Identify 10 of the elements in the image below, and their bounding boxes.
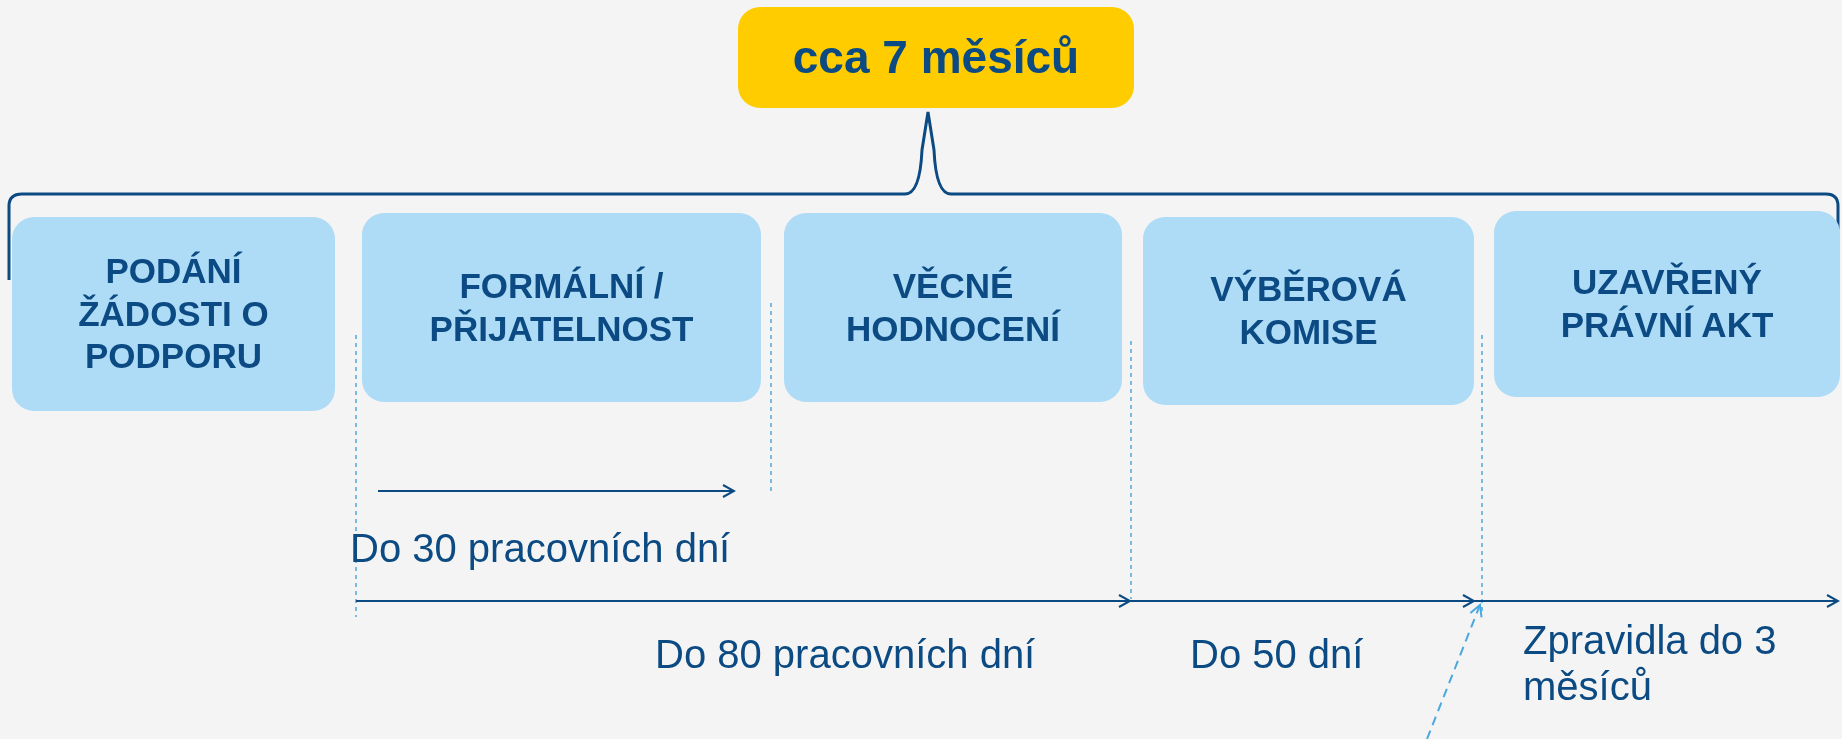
duration-box: cca 7 měsíců xyxy=(738,7,1134,108)
duration-label: Zpravidla do 3 měsíců xyxy=(1523,617,1778,709)
duration-label: Do 80 pracovních dní xyxy=(655,631,1037,677)
process-box: VÝBĚROVÁ KOMISE xyxy=(1143,217,1474,405)
duration-label: Do 50 dní xyxy=(1190,631,1365,677)
process-box: UZAVŘENÝ PRÁVNÍ AKT xyxy=(1494,211,1840,397)
process-box: VĚCNÉ HODNOCENÍ xyxy=(784,213,1122,402)
process-box: FORMÁLNÍ / PŘIJATELNOST xyxy=(362,213,761,402)
duration-label: Do 30 pracovních dní xyxy=(350,525,732,571)
process-box: PODÁNÍ ŽÁDOSTI O PODPORU xyxy=(12,217,335,411)
